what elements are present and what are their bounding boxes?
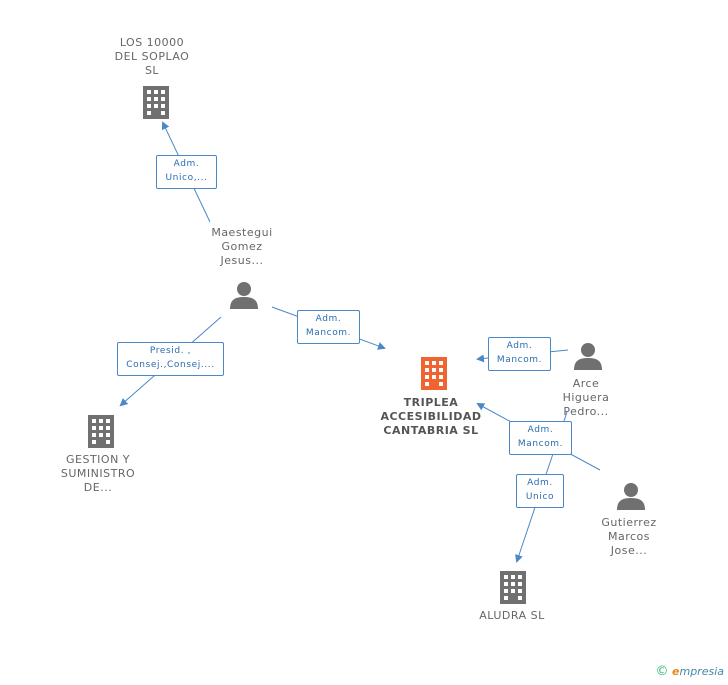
building-icon[interactable] <box>497 570 529 604</box>
role-line1: Adm. <box>315 314 342 324</box>
role-box-maestegui-triplea[interactable]: Adm. Mancom. <box>297 310 360 344</box>
triplea-line3: CANTABRIA SL <box>383 424 479 437</box>
role-line2: Consej.,Consej.... <box>126 360 215 370</box>
role-line2: Unico,... <box>165 173 208 183</box>
role-line2: Mancom. <box>496 355 543 365</box>
copyright-symbol: © <box>655 664 669 679</box>
gestion-line2: SUMINISTRO <box>60 467 136 480</box>
role-box-maestegui-soplao[interactable]: Adm. Unico,... <box>156 155 217 189</box>
role-line1: Adm. <box>527 478 553 488</box>
role-line2: Unico <box>525 492 555 502</box>
role-line1: Adm. <box>173 159 200 169</box>
node-label-triplea: TRIPLEA ACCESIBILIDAD CANTABRIA SL <box>369 396 493 438</box>
node-label-gutierrez: Gutierrez Marcos Jose... <box>586 516 672 558</box>
node-label-aludra: ALUDRA SL <box>462 609 562 623</box>
aludra-line1: ALUDRA SL <box>479 609 545 622</box>
maestegui-line2: Gomez <box>221 240 263 253</box>
maestegui-line1: Maestegui <box>211 226 273 239</box>
node-label-maestegui: Maestegui Gomez Jesus... <box>192 226 292 268</box>
arce-line3: Pedro... <box>563 405 609 418</box>
building-icon[interactable] <box>140 85 172 119</box>
role-line1: Adm. <box>506 341 533 351</box>
gestion-line1: GESTION Y <box>65 453 131 466</box>
maestegui-line3: Jesus... <box>220 254 264 267</box>
logo-text: mpresia <box>679 665 724 678</box>
node-label-gestion: GESTION Y SUMINISTRO DE... <box>48 453 148 495</box>
gutierrez-line1: Gutierrez <box>601 516 657 529</box>
building-icon[interactable] <box>85 414 117 448</box>
role-box-maestegui-gestion[interactable]: Presid. , Consej.,Consej.... <box>117 342 224 376</box>
logo-e: e <box>672 665 680 678</box>
triplea-line2: ACCESIBILIDAD <box>380 410 482 423</box>
soplao-line2: DEL SOPLAO <box>114 50 190 63</box>
person-icon[interactable] <box>229 281 259 309</box>
role-box-gutierrez-triplea[interactable]: Adm. Mancom. <box>509 421 572 455</box>
gutierrez-line2: Marcos <box>607 530 651 543</box>
arce-line2: Higuera <box>562 391 610 404</box>
empresia-logo: © empresia <box>656 664 724 679</box>
role-line2: Mancom. <box>305 328 352 338</box>
role-line1: Presid. , <box>149 346 192 356</box>
gestion-line3: DE... <box>83 481 113 494</box>
focus-building-icon[interactable] <box>418 356 450 390</box>
person-icon[interactable] <box>616 482 646 510</box>
arce-line1: Arce <box>572 377 600 390</box>
triplea-line1: TRIPLEA <box>403 396 459 409</box>
node-label-soplao: LOS 10000 DEL SOPLAO SL <box>102 36 202 78</box>
node-label-arce: Arce Higuera Pedro... <box>544 377 628 419</box>
soplao-line3: SL <box>144 64 160 77</box>
person-icon[interactable] <box>573 342 603 370</box>
role-line2: Mancom. <box>517 439 564 449</box>
role-line1: Adm. <box>527 425 554 435</box>
gutierrez-line3: Jose... <box>610 544 648 557</box>
role-box-arce-triplea[interactable]: Adm. Mancom. <box>488 337 551 371</box>
soplao-line1: LOS 10000 <box>119 36 185 49</box>
role-box-arce-aludra[interactable]: Adm. Unico <box>516 474 564 508</box>
